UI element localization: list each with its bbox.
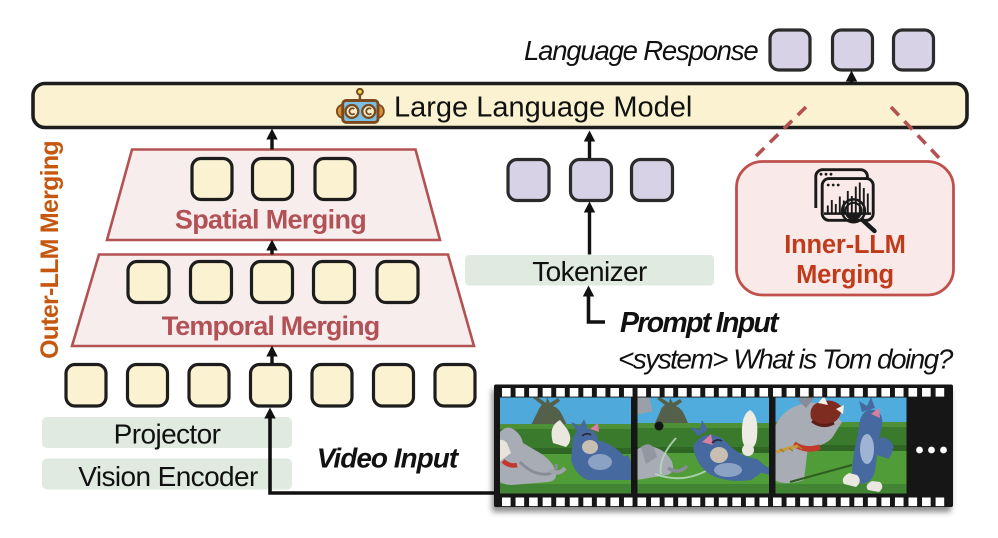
svg-text:Temporal Merging: Temporal Merging	[162, 311, 380, 341]
svg-text:Tokenizer: Tokenizer	[532, 256, 647, 287]
svg-text:Merging: Merging	[796, 261, 894, 289]
svg-text:Large Language Model: Large Language Model	[394, 92, 692, 124]
svg-text:Prompt Input: Prompt Input	[620, 307, 780, 339]
svg-text:Spatial Merging: Spatial Merging	[175, 205, 366, 235]
svg-text:Outer-LLM Merging: Outer-LLM Merging	[36, 141, 64, 359]
svg-text:Projector: Projector	[114, 419, 221, 450]
svg-text:Video Input: Video Input	[317, 443, 460, 474]
svg-text:Inner-LLM: Inner-LLM	[784, 231, 905, 259]
svg-text:Vision Encoder: Vision Encoder	[78, 461, 258, 492]
svg-text:<system> What is Tom doing?: <system> What is Tom doing?	[618, 344, 954, 375]
svg-text:Language Response: Language Response	[524, 35, 758, 66]
